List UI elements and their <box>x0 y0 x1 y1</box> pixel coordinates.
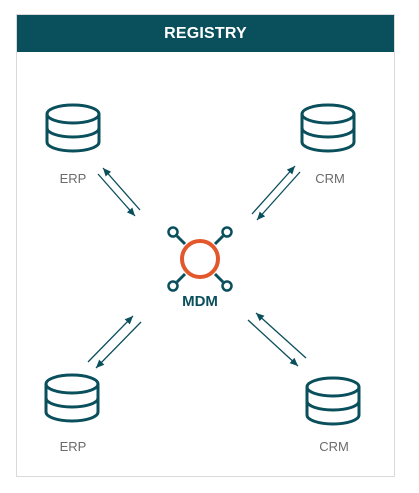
hub-label: MDM <box>182 293 218 310</box>
arrow-pair-bottom-left <box>87 315 142 369</box>
node-label-erp-bottom: ERP <box>60 439 87 454</box>
database-icon <box>300 103 356 153</box>
node-label-crm-top: CRM <box>315 171 345 186</box>
database-icon <box>44 373 100 423</box>
database-icon <box>305 376 361 426</box>
registry-panel: REGISTRY <box>16 14 395 477</box>
node-label-erp-top: ERP <box>60 171 87 186</box>
arrow-pair-top-left <box>97 167 141 217</box>
arrow-pair-bottom-right <box>247 312 307 367</box>
hub-network-icon <box>167 226 233 292</box>
registry-header: REGISTRY <box>17 15 394 52</box>
node-label-crm-bottom: CRM <box>319 439 349 454</box>
database-icon <box>45 103 101 153</box>
arrow-pair-top-right <box>251 165 301 221</box>
